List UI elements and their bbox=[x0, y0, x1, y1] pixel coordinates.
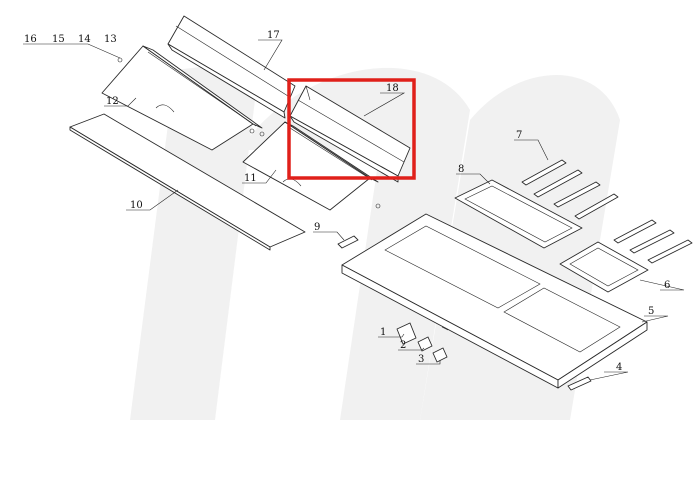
part-18-right-hood bbox=[289, 85, 411, 183]
callout-7: 7 bbox=[516, 130, 522, 141]
part-17-left-hood bbox=[167, 15, 296, 119]
callout-13: 13 bbox=[104, 34, 117, 45]
callout-5: 5 bbox=[648, 306, 654, 317]
part-12-left-canopy bbox=[101, 45, 265, 151]
leader-lines bbox=[23, 39, 685, 381]
part-10-bottom-panel bbox=[69, 113, 306, 251]
part-6-small-tray bbox=[559, 241, 649, 293]
callout-6: 6 bbox=[664, 280, 670, 291]
part-5-base-frame bbox=[341, 213, 648, 389]
callout-9: 9 bbox=[314, 222, 320, 233]
part-8-tray bbox=[454, 179, 583, 249]
part-1-block bbox=[396, 322, 417, 345]
callout-10: 10 bbox=[130, 200, 143, 211]
callout-3: 3 bbox=[418, 354, 424, 365]
part-4-strip bbox=[567, 376, 592, 391]
part-3-block bbox=[432, 347, 448, 363]
part-2-block bbox=[417, 336, 433, 352]
callout-14: 14 bbox=[78, 34, 91, 45]
highlight-box bbox=[287, 78, 416, 180]
part-9-bracket bbox=[337, 235, 359, 249]
callout-18: 18 bbox=[386, 83, 399, 94]
callout-17: 17 bbox=[267, 30, 280, 41]
callout-8: 8 bbox=[458, 164, 464, 175]
part-13-screw bbox=[117, 57, 123, 63]
callout-11: 11 bbox=[244, 173, 257, 184]
bar-group-right bbox=[613, 219, 693, 264]
part-7-bars bbox=[521, 159, 619, 220]
callout-12: 12 bbox=[106, 96, 119, 107]
callout-2: 2 bbox=[400, 340, 406, 351]
callout-15: 15 bbox=[52, 34, 65, 45]
callout-numbers: 16 15 14 13 17 12 18 11 10 9 8 7 6 5 1 2… bbox=[24, 30, 670, 373]
callout-1: 1 bbox=[380, 327, 386, 338]
callout-4: 4 bbox=[616, 362, 622, 373]
callout-16: 16 bbox=[24, 34, 37, 45]
